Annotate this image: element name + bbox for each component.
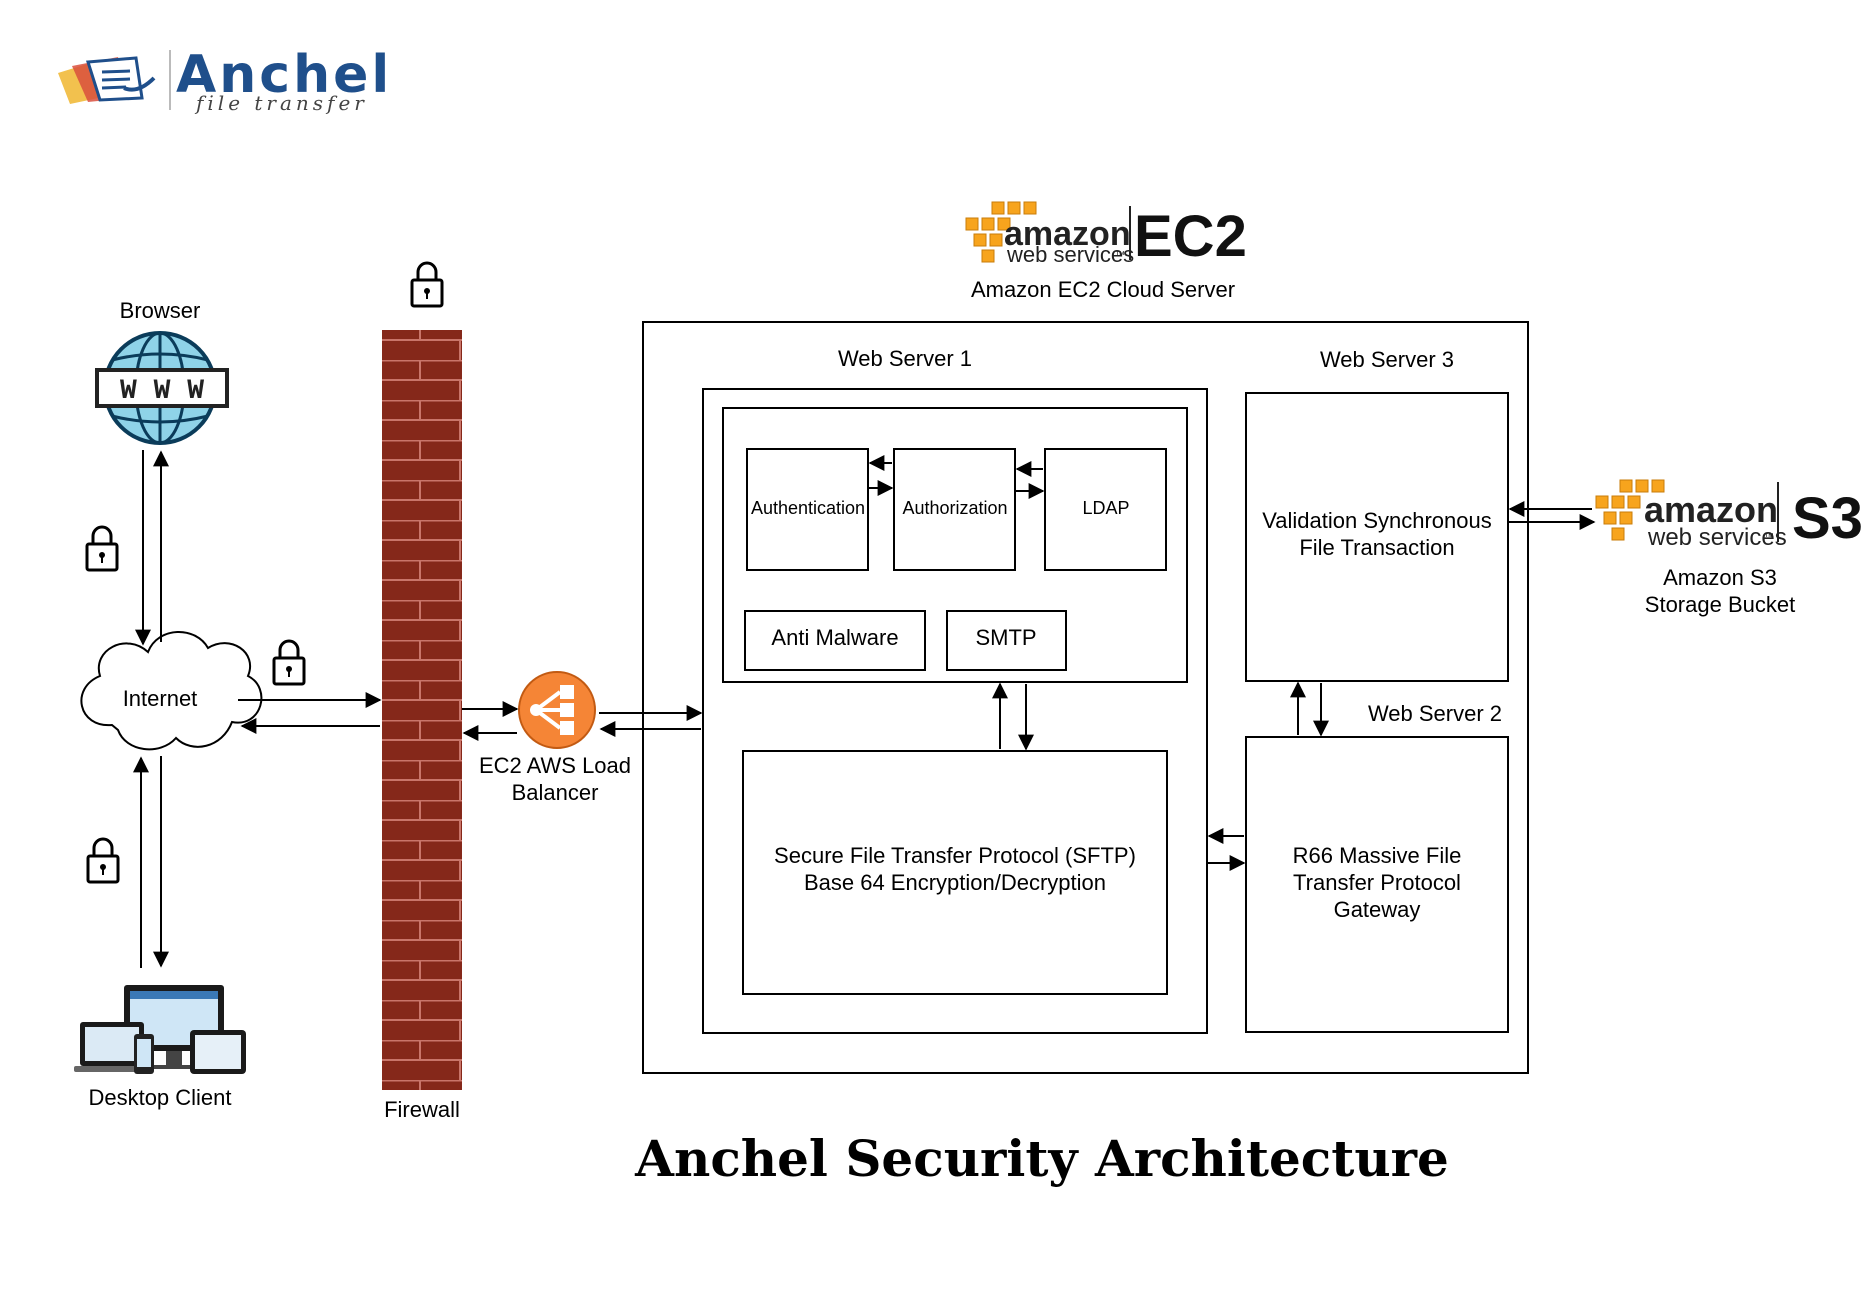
internet-label: Internet (123, 686, 198, 711)
www-badge: W W W (120, 376, 204, 407)
r66-label-line-1: R66 Massive File (1293, 843, 1462, 868)
web-server-2-label: Web Server 2 (1368, 701, 1502, 726)
r66-label-line-2: Transfer Protocol (1293, 870, 1461, 895)
devices-icon (74, 985, 246, 1074)
authorization-label: Authorization (902, 498, 1007, 518)
sftp-box (742, 750, 1168, 995)
aws-cubes-icon (965, 201, 1037, 263)
s3-aws-tm: ™ (1764, 532, 1774, 543)
web-server-3 (1245, 392, 1509, 682)
load-balancer-label-line-1: EC2 AWS Load (479, 753, 631, 778)
desktop-client-label: Desktop Client (88, 1085, 231, 1110)
aws-s3-logo: amazon web services ™ S3 Amazon S3 Stora… (1595, 479, 1863, 617)
ec2-aws-tm: ™ (1115, 250, 1125, 261)
authorization-box (893, 448, 1016, 571)
aws-cubes-icon (1595, 479, 1665, 541)
validation-label-line-1: Validation Synchronous (1262, 508, 1492, 533)
web-server-1-label: Web Server 1 (838, 346, 972, 371)
firewall-icon (382, 330, 462, 1090)
s3-caption-line-1: Amazon S3 (1663, 565, 1777, 590)
s3-caption-line-2: Storage Bucket (1645, 592, 1795, 617)
anti-malware-label: Anti Malware (771, 625, 898, 650)
authentication-label: Authentication (751, 498, 865, 518)
lock-icon (272, 639, 306, 686)
web-server-3-label: Web Server 3 (1320, 347, 1454, 372)
logo-mark-icon (58, 56, 156, 104)
authentication-box (746, 448, 869, 571)
ec2-caption: Amazon EC2 Cloud Server (971, 277, 1235, 302)
r66-label-line-3: Gateway (1334, 897, 1421, 922)
smtp-label: SMTP (975, 625, 1036, 650)
load-balancer-label-line-2: Balancer (512, 780, 599, 805)
cloud-icon (80, 631, 263, 751)
sftp-label-line-1: Secure File Transfer Protocol (SFTP) (774, 843, 1136, 868)
anchel-logo: Anchel file transfer (58, 45, 392, 115)
aws-ec2-logo: amazon web services ™ EC2 Amazon EC2 Clo… (965, 201, 1247, 302)
load-balancer-icon (518, 671, 596, 749)
s3-aws-brand: amazon (1644, 489, 1778, 530)
lock-icon (410, 261, 444, 308)
browser-label: Browser (120, 298, 201, 323)
s3-product: S3 (1792, 486, 1863, 551)
ec2-product: EC2 (1134, 204, 1247, 269)
diagram-title: Anchel Security Architecture (634, 1129, 1449, 1188)
ldap-box (1044, 448, 1167, 571)
logo-tagline: file transfer (194, 91, 368, 115)
sftp-label-line-2: Base 64 Encryption/Decryption (804, 870, 1106, 895)
connectors (133, 450, 1596, 968)
lock-icon (85, 525, 119, 572)
lock-icon (86, 837, 120, 884)
anti-malware-box (744, 610, 926, 671)
ec2-aws-sub: web services (1006, 242, 1134, 267)
globe-icon: W W W (95, 331, 229, 445)
ec2-aws-brand: amazon (1004, 215, 1131, 253)
web-server-2 (1245, 736, 1509, 1033)
s3-aws-sub: web services (1647, 524, 1787, 551)
smtp-box (946, 610, 1067, 671)
ldap-label: LDAP (1082, 498, 1129, 518)
logo-name: Anchel (176, 45, 392, 105)
validation-label-line-2: File Transaction (1299, 535, 1454, 560)
firewall-label: Firewall (384, 1097, 460, 1122)
